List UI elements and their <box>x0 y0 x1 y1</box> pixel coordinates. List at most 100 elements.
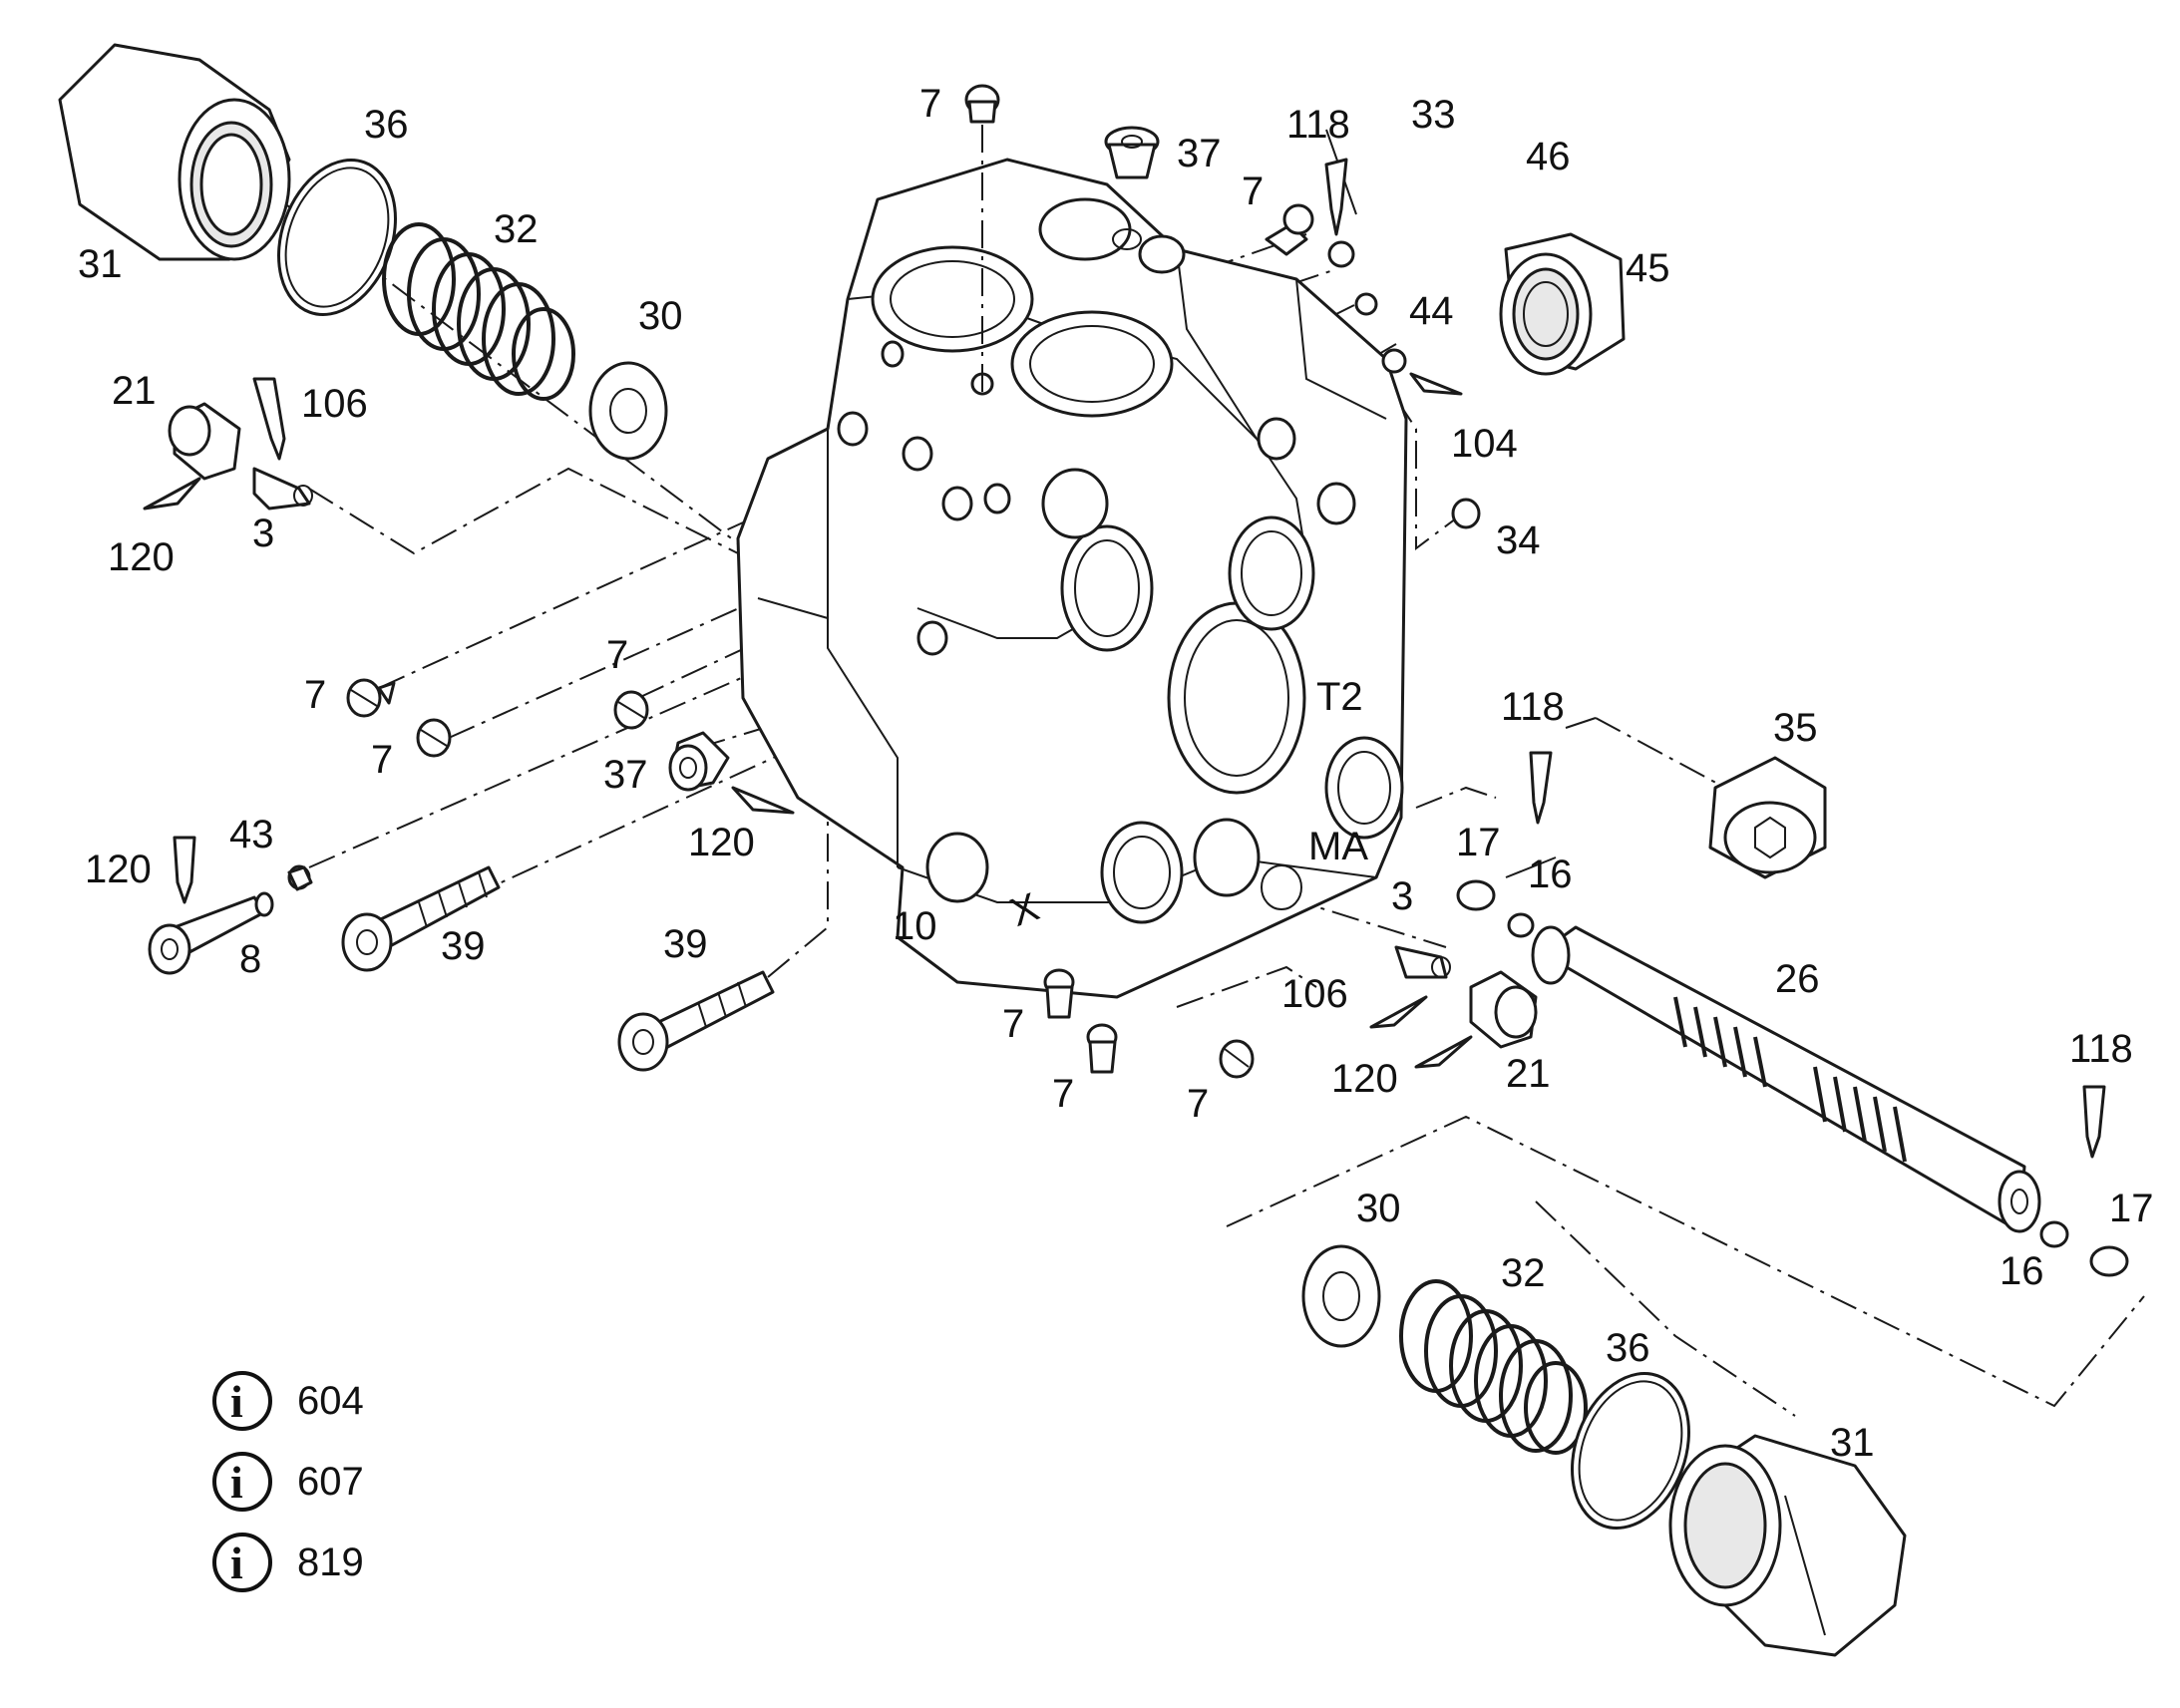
callout-7-bottom-b: 7 <box>1052 1072 1074 1116</box>
callout-3-top: 3 <box>252 512 274 555</box>
callout-10: 10 <box>893 904 937 948</box>
callout-7-bottom-c: 7 <box>1187 1082 1209 1126</box>
part-adhesive-120-right <box>1414 1035 1473 1069</box>
callout-30-bottom: 30 <box>1356 1187 1401 1230</box>
info-reference-number: 607 <box>297 1460 364 1504</box>
part-adhesive-106-right <box>1369 995 1428 1029</box>
part-plug-21-top <box>168 402 241 481</box>
callout-104: 104 <box>1451 422 1518 466</box>
part-bolt-39-b <box>617 970 775 1072</box>
part-bearing-45 <box>1499 232 1626 376</box>
part-washer-top <box>588 361 668 461</box>
info-icon <box>212 1371 272 1431</box>
callout-118-top: 118 <box>1286 103 1350 147</box>
valve-housing: X T2 MA <box>736 158 1408 999</box>
part-34 <box>1451 498 1481 529</box>
info-icon <box>212 1452 272 1512</box>
callout-39-b: 39 <box>663 922 708 966</box>
callout-labels: 31 36 32 30 21 106 120 3 7 37 118 33 46 … <box>78 82 2154 1465</box>
part-adhesive-118-right <box>2082 1085 2106 1159</box>
callout-21-right: 21 <box>1506 1052 1551 1096</box>
part-adhesive-120-mid <box>731 786 795 815</box>
part-bolt-8 <box>148 891 274 975</box>
callout-44: 44 <box>1409 289 1454 333</box>
screw-7-bottom-b <box>1086 1023 1118 1074</box>
part-orifice-3-top <box>252 467 313 511</box>
info-icon-glyph: i <box>230 1537 243 1588</box>
info-icon <box>212 1533 272 1592</box>
callout-45: 45 <box>1626 246 1670 290</box>
part-spring-bottom <box>1399 1279 1588 1455</box>
screw-7-top <box>964 84 1000 124</box>
callout-35: 35 <box>1773 706 1818 750</box>
callout-7-left-b: 7 <box>371 738 393 782</box>
callout-17-right: 17 <box>2109 1187 2154 1230</box>
part-bolt-39-a <box>341 865 501 972</box>
callout-30-top: 30 <box>638 294 683 338</box>
screw-7-bottom-c <box>1219 1039 1255 1079</box>
screw-7-left-b <box>416 718 452 758</box>
callout-31-bottom: 31 <box>1830 1421 1875 1465</box>
callout-120-top: 120 <box>108 535 175 579</box>
callout-7-left-a: 7 <box>304 673 326 717</box>
port-mark-t2: T2 <box>1316 675 1363 719</box>
callout-32-bottom: 32 <box>1501 1251 1546 1295</box>
callout-21-top: 21 <box>112 369 157 413</box>
part-cap-top <box>58 43 291 261</box>
part-adhesive-118-mid <box>1529 751 1553 825</box>
callout-39-a: 39 <box>441 924 486 968</box>
callout-16-mid: 16 <box>1528 853 1573 896</box>
part-16-mid <box>1507 912 1535 938</box>
part-43 <box>287 864 313 891</box>
part-oring-bottom <box>1571 1372 1690 1530</box>
callout-32-top: 32 <box>494 207 539 251</box>
callout-7-top: 7 <box>919 82 941 126</box>
info-reference-item[interactable]: i 604 <box>212 1371 364 1431</box>
callout-17-mid: 17 <box>1456 821 1501 864</box>
callout-33: 33 <box>1411 93 1456 137</box>
callout-118-right: 118 <box>2069 1027 2133 1071</box>
callout-37-left: 37 <box>603 753 648 797</box>
callout-37-top: 37 <box>1177 132 1222 175</box>
part-16-right <box>2039 1220 2069 1248</box>
part-plug-21-right <box>1469 970 1538 1049</box>
part-plug-37-left <box>668 731 730 792</box>
part-33 <box>1327 240 1355 268</box>
part-spring-top <box>382 222 575 401</box>
part-plug-35 <box>1708 756 1827 879</box>
part-17-right <box>2089 1245 2129 1277</box>
part-spool-26 <box>1531 925 2041 1233</box>
screw-7-bottom-a <box>1043 968 1075 1019</box>
info-reference-item[interactable]: i 819 <box>212 1533 364 1592</box>
callout-120-left: 120 <box>85 848 152 891</box>
info-icon-glyph: i <box>230 1457 243 1508</box>
info-reference-item[interactable]: i 607 <box>212 1452 364 1512</box>
screw-7-left-a <box>346 678 396 718</box>
callout-106-right: 106 <box>1281 972 1348 1016</box>
part-44 <box>1381 348 1407 374</box>
part-46 <box>1354 292 1378 316</box>
callout-106-top: 106 <box>301 382 368 426</box>
part-plug-37-top <box>1104 126 1160 179</box>
callout-7-bottom-a: 7 <box>1002 1002 1024 1046</box>
screw-7-top-right <box>1265 203 1314 256</box>
callout-8: 8 <box>239 937 261 981</box>
callout-7-left-c: 7 <box>606 633 628 677</box>
part-adhesive-106-top <box>252 377 286 461</box>
callout-31-top: 31 <box>78 242 123 286</box>
part-adhesive-120-top <box>143 477 201 511</box>
callout-120-right: 120 <box>1331 1057 1398 1101</box>
part-adhesive-120-left <box>173 836 196 904</box>
part-cap-bottom <box>1668 1434 1907 1657</box>
part-adhesive-118-top <box>1324 158 1348 236</box>
part-17-mid <box>1456 879 1496 911</box>
info-icon-glyph: i <box>230 1376 243 1427</box>
part-washer-bottom <box>1301 1244 1381 1348</box>
info-reference-list: i 604 i 607 i 819 <box>212 1371 364 1592</box>
callout-118-mid: 118 <box>1501 685 1565 729</box>
part-adhesive-104 <box>1409 372 1463 396</box>
port-mark-ma: MA <box>1308 825 1368 868</box>
callout-26: 26 <box>1775 957 1820 1001</box>
screw-7-left-c <box>613 690 649 730</box>
